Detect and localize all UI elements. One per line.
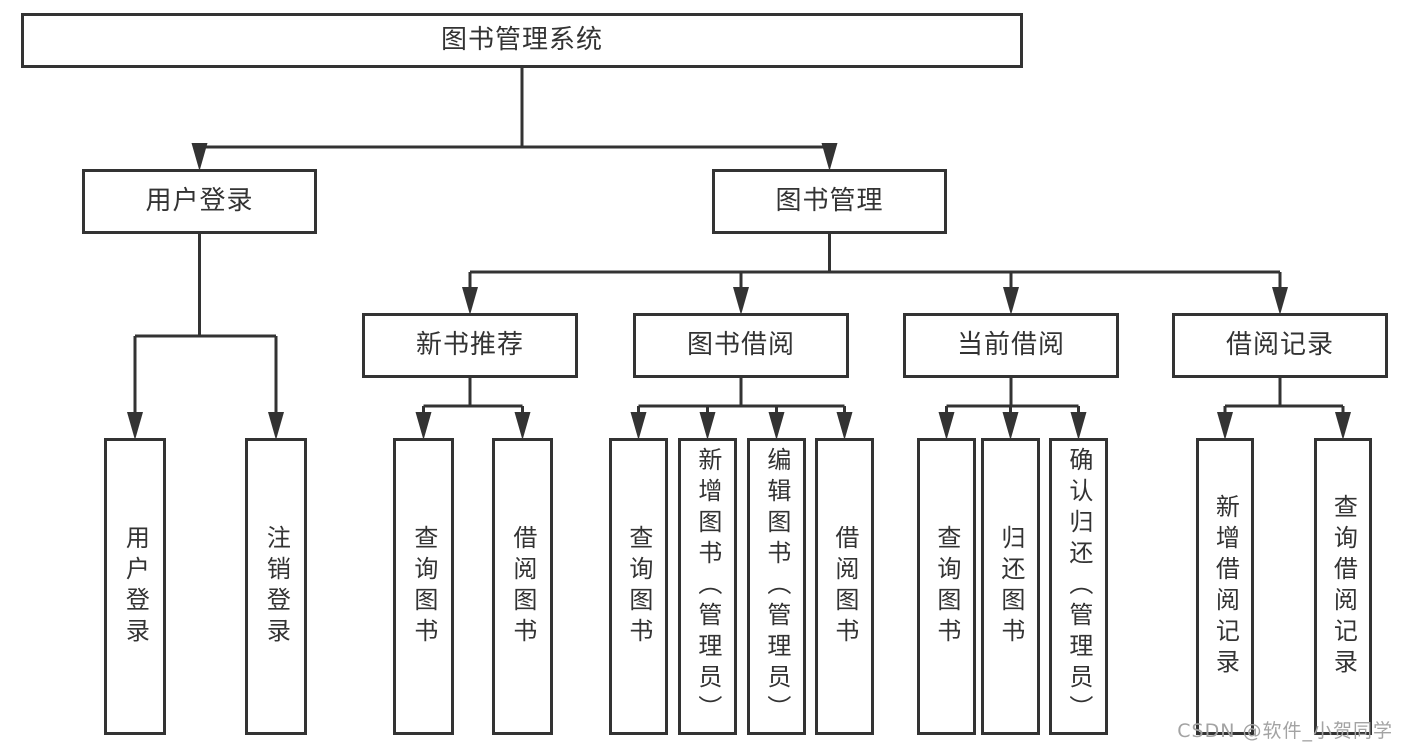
node-leaf-nbr-query: 查询图书	[393, 438, 454, 735]
arrowhead-icon	[836, 412, 853, 440]
arrowhead-icon	[1272, 287, 1288, 315]
arrowhead-icon	[821, 143, 838, 171]
node-leaf-nbr-borrow: 借阅图书	[492, 438, 553, 735]
arrowhead-icon	[699, 412, 716, 440]
node-leaf-br-query: 查询借阅记录	[1314, 438, 1372, 735]
node-leaf-bb-edit: 编辑图书（管理员）	[747, 438, 806, 735]
node-book-mgmt: 图书管理	[712, 169, 947, 234]
node-leaf-bb-query: 查询图书	[609, 438, 668, 735]
node-leaf-cb-confirm: 确认归还（管理员）	[1049, 438, 1108, 735]
arrowhead-icon	[462, 287, 478, 315]
arrowhead-icon	[733, 287, 749, 315]
arrowhead-icon	[127, 412, 143, 440]
node-book-borrow: 图书借阅	[633, 313, 849, 378]
node-leaf-logout: 注销登录	[245, 438, 307, 735]
node-current-borrow: 当前借阅	[903, 313, 1119, 378]
arrowhead-icon	[768, 412, 785, 440]
node-new-book-rec: 新书推荐	[362, 313, 578, 378]
node-leaf-bb-borrow: 借阅图书	[815, 438, 874, 735]
arrowhead-icon	[415, 412, 432, 440]
arrowhead-icon	[1070, 412, 1087, 440]
node-leaf-cb-return: 归还图书	[981, 438, 1040, 735]
arrowhead-icon	[1335, 412, 1351, 440]
arrowhead-icon	[514, 412, 531, 440]
arrowhead-icon	[938, 412, 955, 440]
arrowhead-icon	[1002, 412, 1019, 440]
arrowhead-icon	[630, 412, 647, 440]
arrowhead-icon	[191, 143, 208, 171]
node-leaf-br-add: 新增借阅记录	[1196, 438, 1254, 735]
arrowhead-icon	[268, 412, 284, 440]
node-leaf-bb-add: 新增图书（管理员）	[678, 438, 737, 735]
node-borrow-records: 借阅记录	[1172, 313, 1388, 378]
arrowhead-icon	[1217, 412, 1233, 440]
arrowhead-icon	[1003, 287, 1019, 315]
node-leaf-user-login: 用户登录	[104, 438, 166, 735]
node-leaf-cb-query: 查询图书	[917, 438, 976, 735]
node-root: 图书管理系统	[21, 13, 1023, 68]
node-user-login: 用户登录	[82, 169, 317, 234]
